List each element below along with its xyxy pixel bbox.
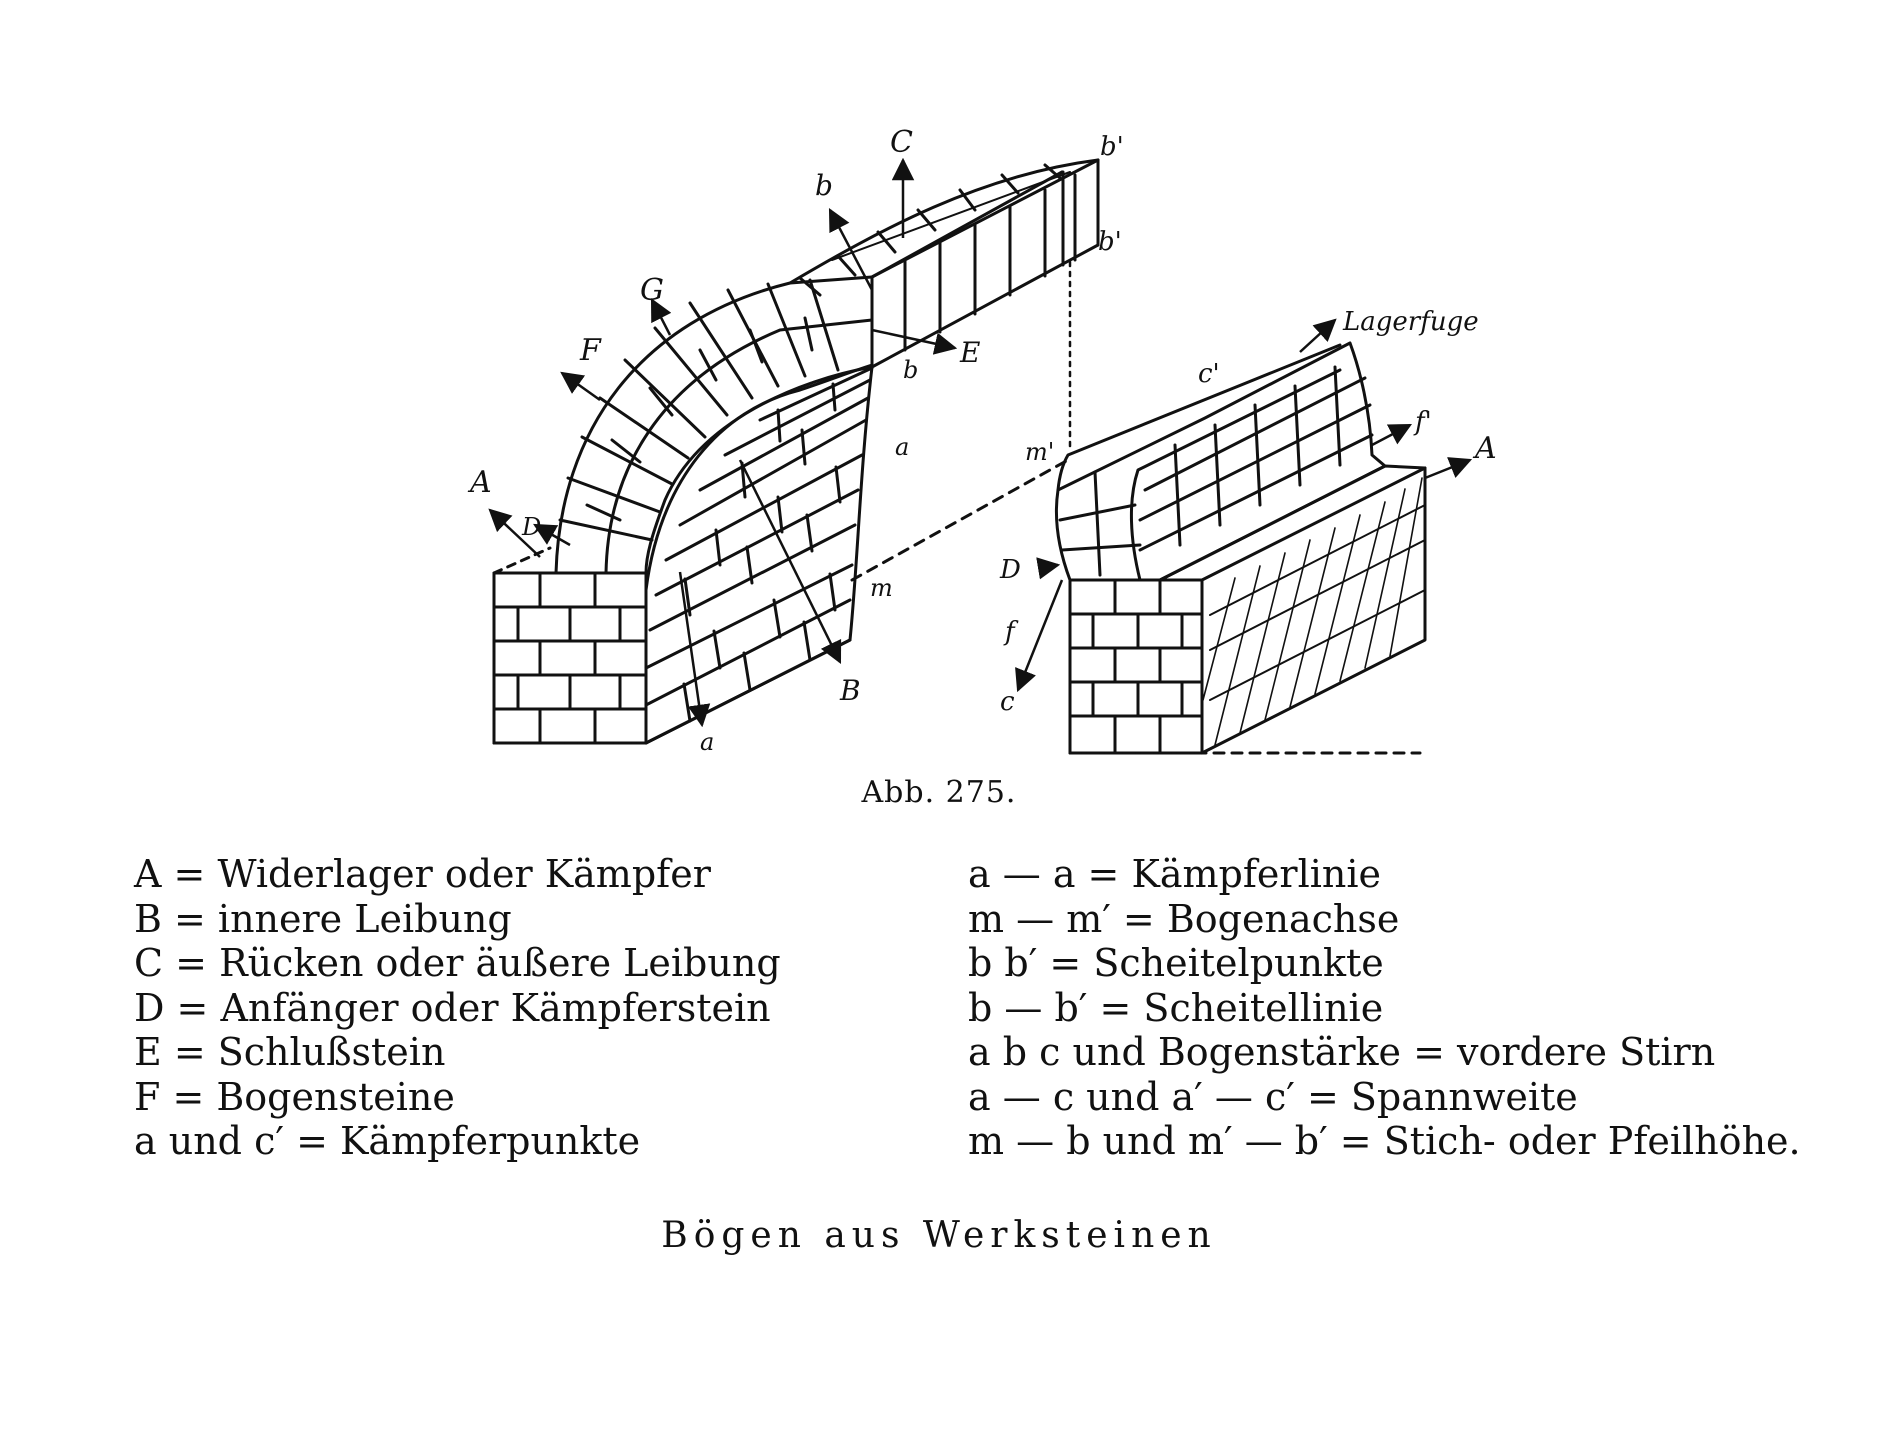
legend-item: A = Widerlager oder Kämpfer	[134, 852, 711, 896]
label-b-prime-mid: b'	[1098, 227, 1122, 257]
legend-right: a — a = Kämpferlinie m — m′ = Bogenachse…	[968, 852, 1801, 1164]
axis-m-m-prime	[850, 458, 1070, 582]
label-a-mid: a	[895, 433, 909, 461]
right-pier-side	[1158, 464, 1427, 755]
label-A-right: A	[1472, 431, 1497, 466]
label-m: m	[870, 574, 893, 602]
legend-item: a und c′ = Kämpferpunkte	[134, 1119, 641, 1163]
label-c: c	[1000, 687, 1015, 717]
legend-item: F = Bogensteine	[134, 1074, 455, 1119]
label-b-top: b	[815, 169, 833, 202]
label-G: G	[640, 273, 664, 308]
label-C: C	[890, 125, 913, 160]
label-a-bottom: a	[700, 728, 714, 756]
label-D-left: D	[521, 513, 541, 541]
legend-item: D = Anfänger oder Kämpferstein	[134, 985, 771, 1030]
legend-left: A = Widerlager oder Kämpfer B = innere L…	[134, 852, 781, 1164]
legend-item: m — b und m′ — b′ = Stich- oder Pfeilhöh…	[968, 1119, 1801, 1163]
legend-item: b b′ = Scheitelpunkte	[968, 941, 1384, 985]
label-F: F	[579, 333, 602, 368]
label-f-right: f	[1003, 617, 1019, 647]
right-pier	[1068, 578, 1422, 755]
left-pier	[492, 546, 648, 745]
figure-labels: A D F G b C b' b' E b a m' m B a D f c c…	[467, 125, 1497, 756]
legend-item: E = Schlußstein	[134, 1030, 446, 1074]
legend-item: a b c und Bogenstärke = vordere Stirn	[968, 1030, 1716, 1074]
arch-front-face	[554, 275, 874, 575]
label-b-inner: b	[903, 356, 918, 384]
right-springer	[1054, 341, 1387, 582]
legend-item: a — a = Kämpferlinie	[968, 852, 1382, 896]
label-A: A	[467, 465, 492, 500]
page-title: Bögen aus Werksteinen	[661, 1215, 1217, 1256]
label-c-prime: c'	[1198, 359, 1220, 389]
figure-caption: Abb. 275.	[861, 775, 1017, 810]
legend-item: m — m′ = Bogenachse	[968, 896, 1400, 941]
legend-item: b — b′ = Scheitellinie	[968, 985, 1384, 1030]
label-b-prime-top: b'	[1100, 132, 1124, 162]
inner-soffit	[644, 363, 874, 745]
legend-item: B = innere Leibung	[134, 896, 512, 941]
legend-item: C = Rücken oder äußere Leibung	[134, 941, 781, 985]
label-f-prime: f'	[1413, 407, 1432, 437]
label-arrows	[488, 157, 1473, 728]
label-B: B	[839, 674, 861, 707]
label-m-prime: m'	[1025, 438, 1054, 466]
label-E: E	[959, 336, 980, 369]
arch-extrados	[788, 158, 1100, 452]
label-lagerfuge: Lagerfuge	[1342, 307, 1479, 337]
label-D-right: D	[999, 555, 1021, 585]
legend-item: a — c und a′ — c′ = Spannweite	[968, 1074, 1578, 1119]
